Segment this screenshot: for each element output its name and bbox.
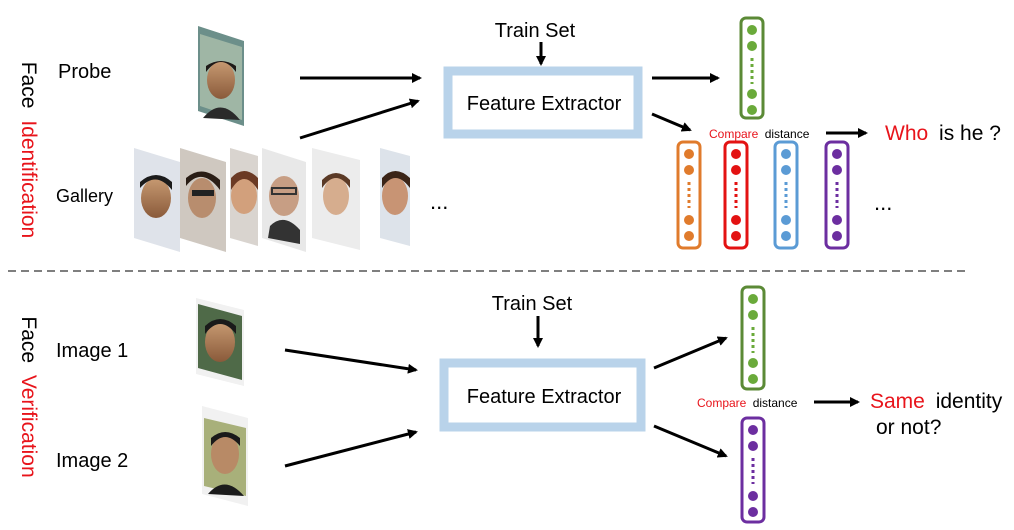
gallery-images: [134, 148, 410, 252]
same-identity-result: Same identity: [870, 390, 1003, 413]
compare-distance-label-2: Compare distance: [697, 396, 798, 410]
compare-word-2: Compare: [697, 396, 747, 410]
side-title-prefix: Face: [17, 316, 40, 363]
result-or-not: or not?: [876, 416, 941, 439]
feature-extractor-label: Feature Extractor: [467, 93, 622, 115]
gallery-face-6: [380, 148, 410, 246]
image2-label: Image 2: [56, 450, 128, 472]
gallery-face-2: [180, 148, 226, 252]
feature-extractor-box-2: [439, 358, 646, 432]
probe-feature-vector: [739, 16, 765, 120]
question-rest: is he ?: [939, 122, 1001, 145]
who-is-he-question: Who is he ?: [885, 122, 1001, 145]
question-who: Who: [885, 122, 928, 145]
result-same: Same: [870, 390, 925, 413]
gallery-feature-vector-blue: [773, 140, 799, 250]
gallery-face-3: [230, 148, 258, 246]
gallery-arrow: [299, 98, 420, 140]
image1-arrow: [284, 348, 418, 374]
train-set-label-2: Train Set: [492, 293, 573, 315]
identification-side-title: Face Identification: [17, 62, 40, 238]
result-identity: identity: [936, 390, 1003, 413]
distance-word-2: distance: [753, 396, 798, 410]
side-title-identification: Identification: [17, 120, 40, 238]
verification-section: Face Verification Image 1 Image 2 Train …: [17, 285, 1003, 524]
side-title-prefix: Face: [17, 62, 40, 109]
image2-feature-vector: [740, 416, 766, 524]
image2-feature-arrow: [653, 424, 728, 458]
verification-side-title: Face Verification: [17, 316, 40, 477]
train-set-label: Train Set: [495, 20, 576, 42]
gallery-feature-vector-orange: [676, 140, 702, 250]
image1-feature-vector: [740, 285, 766, 391]
image2-face: [202, 406, 248, 506]
probe-face-image: [198, 26, 244, 126]
image1-label: Image 1: [56, 340, 128, 362]
probe-label: Probe: [58, 61, 111, 83]
image1-face: [196, 298, 244, 386]
compare-distance-label: Compare distance: [709, 127, 810, 141]
feature-extractor-box: [443, 66, 643, 139]
gallery-face-4: [262, 148, 306, 252]
features-ellipsis: ...: [874, 190, 892, 215]
feature-extractor-label-2: Feature Extractor: [467, 386, 622, 408]
gallery-label: Gallery: [56, 186, 113, 206]
side-title-verification: Verification: [17, 375, 40, 478]
identification-section: Face Identification Probe Gallery: [17, 16, 1001, 252]
gallery-feature-vector-purple: [824, 140, 850, 250]
gallery-feature-vector-red: [723, 140, 749, 250]
distance-word: distance: [765, 127, 810, 141]
gallery-face-5: [312, 148, 360, 250]
gallery-face-1: [134, 148, 180, 252]
image1-feature-arrow: [653, 336, 728, 370]
image2-arrow: [284, 429, 418, 468]
gallery-ellipsis: ...: [430, 189, 448, 214]
gallery-feature-arrow: [651, 112, 692, 132]
compare-word: Compare: [709, 127, 759, 141]
